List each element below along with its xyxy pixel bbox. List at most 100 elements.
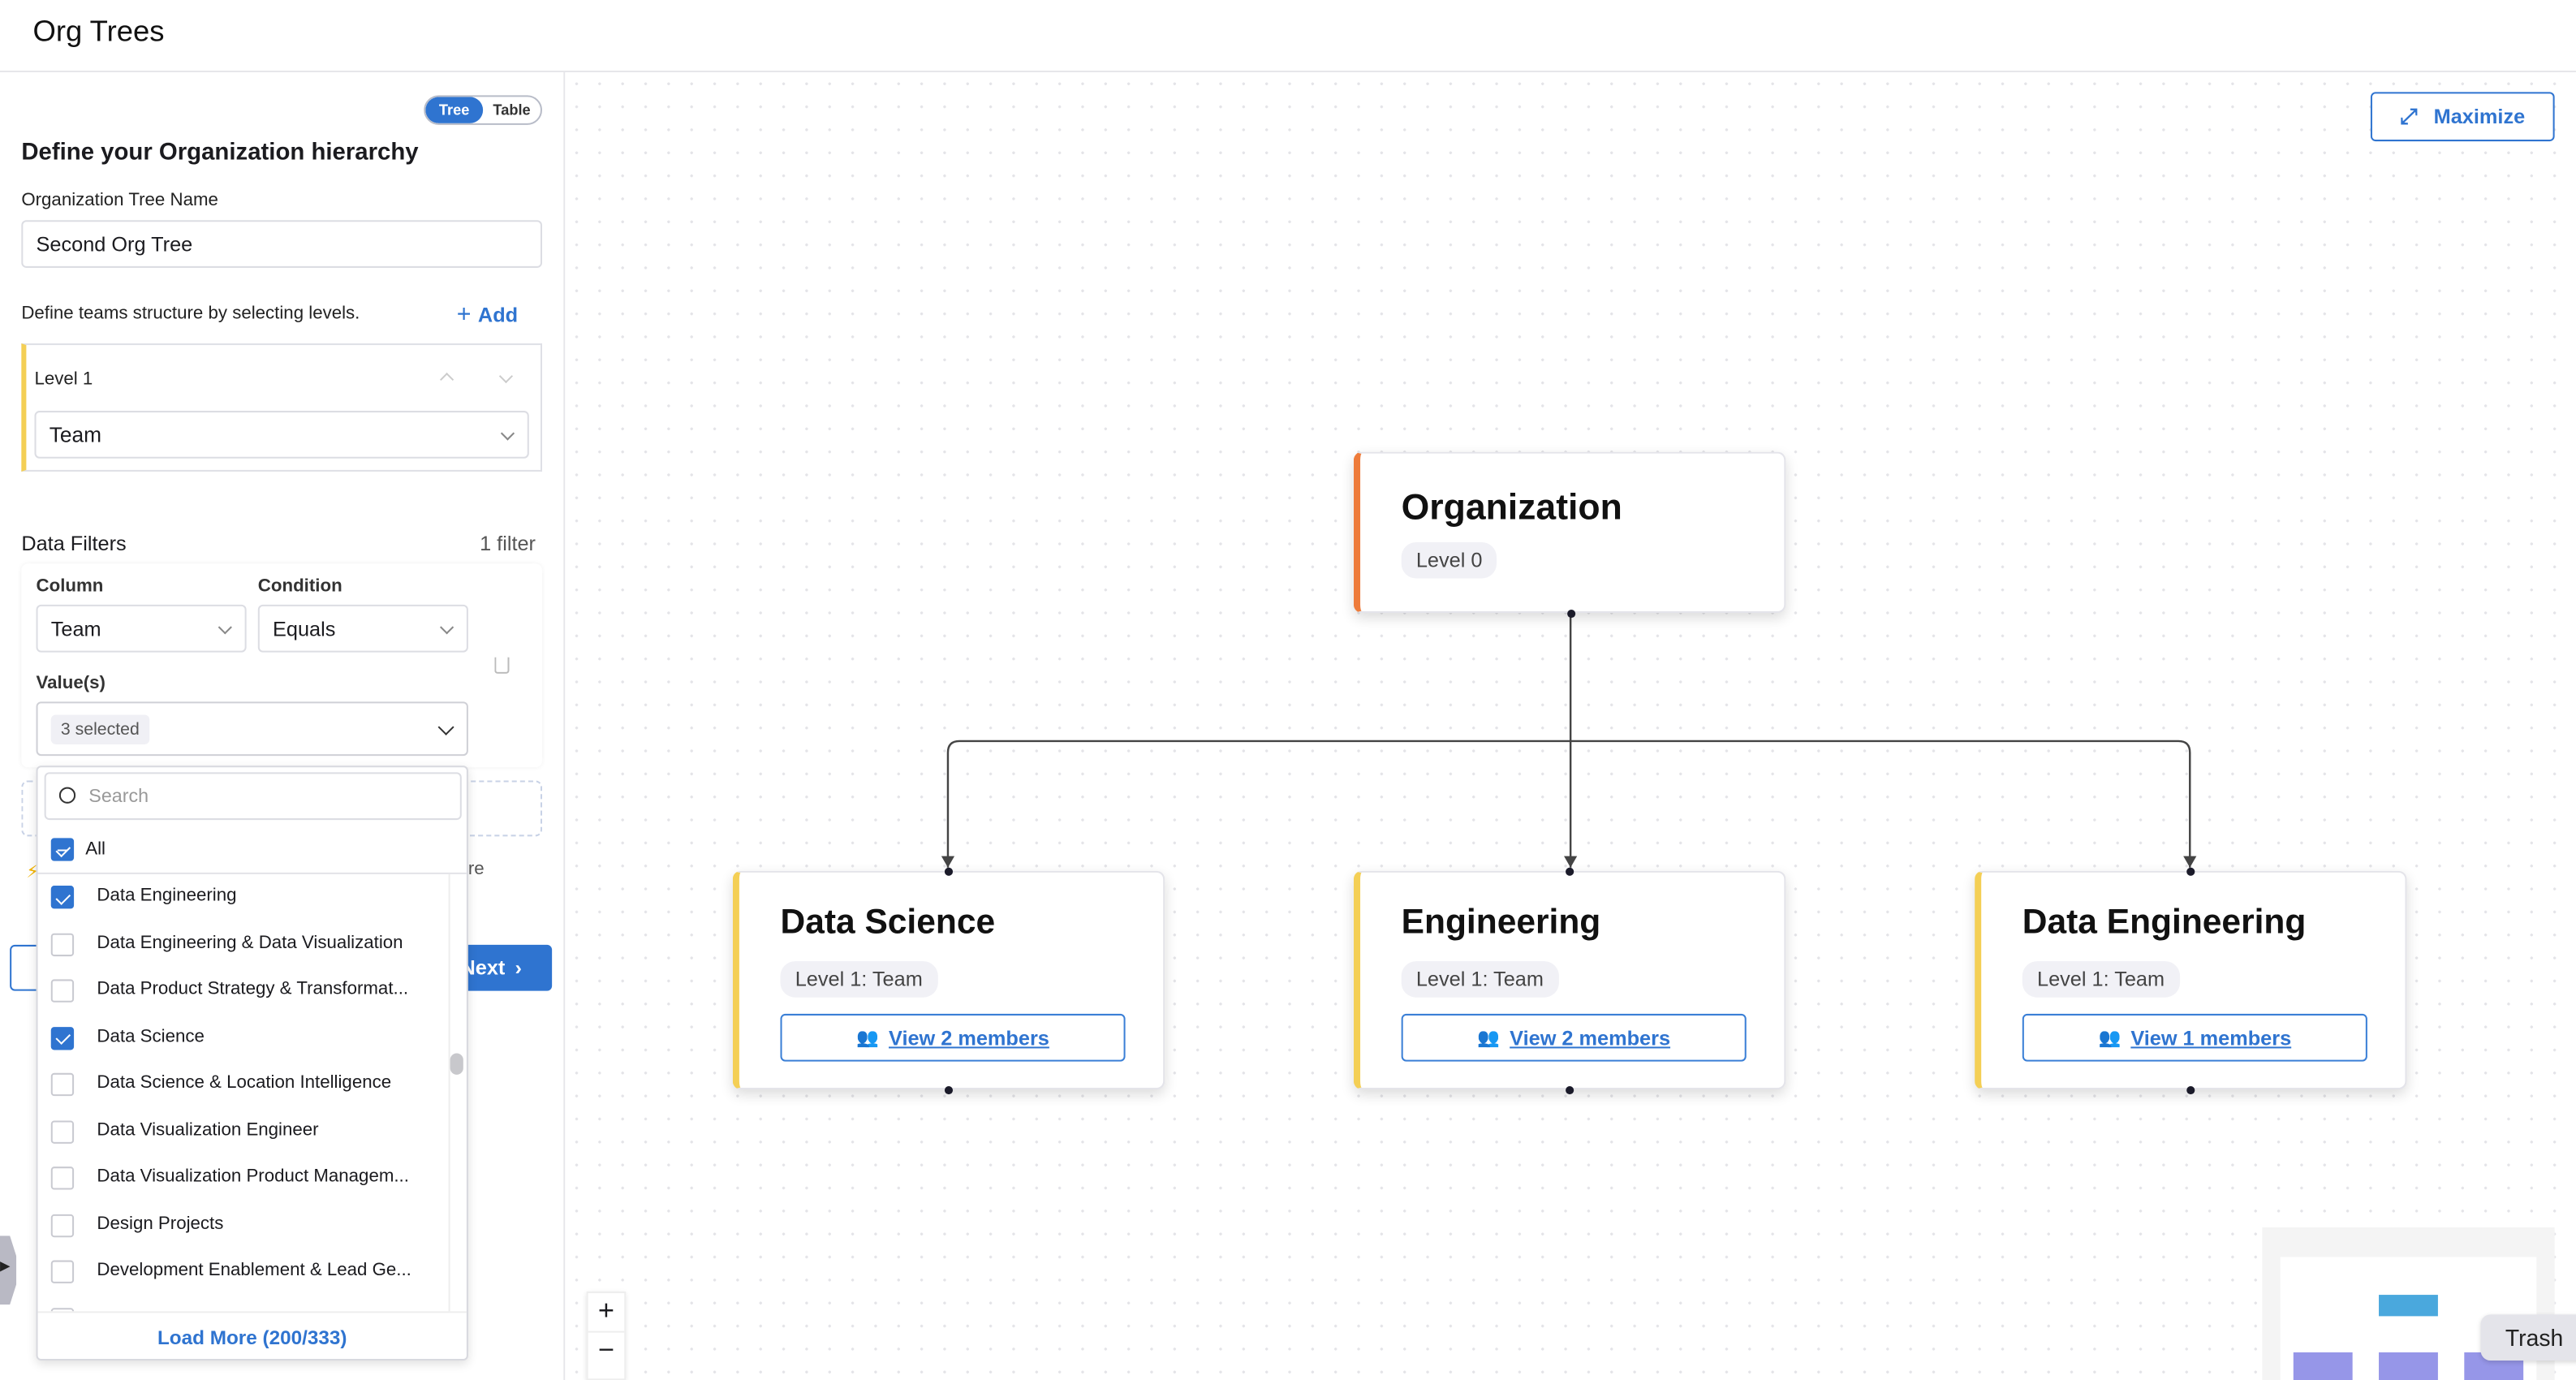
view-members-button[interactable]: 👥View 2 members: [1401, 1013, 1747, 1062]
app-header: Org Trees: [0, 0, 2576, 73]
level-card: Level 1 Team: [21, 343, 542, 472]
option-label: Development Enablement & Lead Ge...: [97, 1260, 411, 1280]
minimap-child-node: [2379, 1352, 2438, 1380]
maximize-label: Maximize: [2433, 105, 2526, 128]
handle-dot: [944, 867, 954, 876]
option-checkbox[interactable]: [50, 886, 75, 909]
add-label: Add: [477, 304, 519, 327]
zoom-in-button[interactable]: +: [588, 1293, 625, 1333]
option-label: Data Science: [97, 1026, 205, 1046]
column-label: Column: [36, 576, 104, 597]
search-icon: [58, 787, 76, 804]
option-checkbox[interactable]: [50, 1026, 75, 1050]
side-handle[interactable]: ▶: [0, 1236, 17, 1305]
level-select[interactable]: Team: [34, 411, 529, 459]
search-input[interactable]: Search: [44, 772, 462, 821]
option-checkbox[interactable]: [50, 1307, 75, 1312]
add-level-button[interactable]: + Add: [457, 300, 518, 328]
selected-chip: 3 selected: [50, 714, 149, 744]
column-select[interactable]: Team: [36, 604, 247, 653]
level-badge: Level 1: Team: [2022, 961, 2180, 998]
view-members-button[interactable]: 👥 View 1 members: [2022, 1013, 2367, 1062]
values-label: Value(s): [36, 673, 106, 694]
option-checkbox[interactable]: [50, 1072, 75, 1097]
option-item[interactable]: Design Projects: [38, 1202, 442, 1248]
view-toggle[interactable]: Tree Table: [424, 95, 542, 125]
condition-label: Condition: [257, 576, 342, 597]
zoom-controls: + −: [586, 1292, 627, 1380]
option-label: Data Product Strategy & Transformat...: [97, 979, 409, 999]
option-item[interactable]: Development Enablement & Lead Ge...: [38, 1248, 442, 1295]
handle-dot: [2186, 1085, 2195, 1095]
values-multiselect[interactable]: 3 selected: [36, 701, 468, 757]
zoom-out-button[interactable]: −: [597, 1334, 614, 1366]
view-members-label: View 2 members: [1510, 1026, 1671, 1050]
option-item[interactable]: Data Visualization Product Managem...: [38, 1155, 442, 1201]
all-label: All: [85, 839, 106, 860]
option-item[interactable]: Data Visualization Engineer: [38, 1108, 442, 1154]
maximize-button[interactable]: ⤢ Maximize: [2370, 92, 2555, 142]
option-label: Design Projects: [97, 1213, 224, 1234]
level-badge: Level 1: Team: [1401, 961, 1559, 998]
search-placeholder: Search: [88, 786, 149, 806]
load-more-button[interactable]: Load More (200/333): [37, 1311, 467, 1361]
option-checkbox[interactable]: [50, 1213, 75, 1237]
option-label: Data Visualization Product Managem...: [97, 1167, 409, 1187]
tree-name-label: Organization Tree Name: [21, 190, 218, 211]
view-members-label: View 1 members: [2130, 1026, 2292, 1050]
option-checkbox[interactable]: [50, 979, 75, 1003]
option-item[interactable]: Data Science & Location Intelligence: [38, 1062, 442, 1108]
connector-lines: [946, 615, 2191, 868]
arrow-icon: [941, 856, 955, 868]
handle-dot: [944, 1085, 954, 1095]
option-label: Data Engineering: [97, 886, 237, 906]
option-item[interactable]: Data Product Strategy & Transformat...: [38, 968, 442, 1014]
all-checkbox-indeterminate[interactable]: [50, 838, 75, 861]
toggle-table[interactable]: Table: [493, 101, 531, 119]
column-value: Team: [50, 617, 101, 640]
section-heading: Define your Organization hierarchy: [21, 140, 419, 166]
condition-select[interactable]: Equals: [257, 604, 468, 653]
option-label: Data Visualization Engineer: [97, 1119, 319, 1140]
view-members-button[interactable]: 👥View 2 members: [780, 1013, 1126, 1062]
option-checkbox[interactable]: [50, 1167, 75, 1190]
option-label: Data Engineering & Data Visualization: [97, 932, 403, 953]
partial-hint-text: re: [467, 859, 485, 879]
level-badge: Level 0: [1401, 541, 1497, 579]
option-checkbox[interactable]: [50, 1119, 75, 1143]
option-item[interactable]: Data Engineering: [38, 874, 442, 921]
tree-name-input[interactable]: Second Org Tree: [21, 220, 542, 268]
users-icon: 👥: [2098, 1029, 2122, 1049]
view-members-label: View 2 members: [889, 1026, 1049, 1050]
node-title: Data Engineering: [2022, 903, 2307, 942]
minimap-child-node: [2293, 1352, 2353, 1380]
expand-icon: ⤢: [2400, 103, 2418, 128]
option-item-partial[interactable]: [38, 1296, 442, 1312]
select-all-row[interactable]: All: [37, 826, 467, 874]
org-root-node[interactable]: Organization Level 0: [1353, 451, 1786, 614]
condition-value: Equals: [273, 617, 336, 640]
toggle-tree[interactable]: Tree: [425, 97, 484, 123]
play-icon: ▶: [0, 1258, 11, 1274]
option-checkbox[interactable]: [50, 1260, 75, 1283]
option-item[interactable]: Data Engineering & Data Visualization: [38, 921, 442, 968]
handle-dot: [2186, 867, 2195, 876]
trash-icon[interactable]: [494, 657, 510, 674]
handle-dot: [1566, 867, 1574, 876]
scrollbar-thumb[interactable]: [450, 1053, 463, 1075]
filters-count: 1 filter: [480, 532, 536, 556]
option-label: Data Science & Location Intelligence: [97, 1072, 392, 1093]
plus-icon: +: [456, 300, 478, 329]
lightning-icon: ⚡: [26, 862, 40, 882]
scrollbar-track: [448, 873, 450, 1312]
option-checkbox[interactable]: [50, 932, 75, 956]
level-value: Team: [49, 422, 102, 447]
level-label: Level 1: [34, 369, 93, 390]
node-title: Data Science: [780, 903, 996, 942]
handle-dot: [1566, 1085, 1574, 1095]
option-item[interactable]: Data Science: [38, 1015, 442, 1061]
